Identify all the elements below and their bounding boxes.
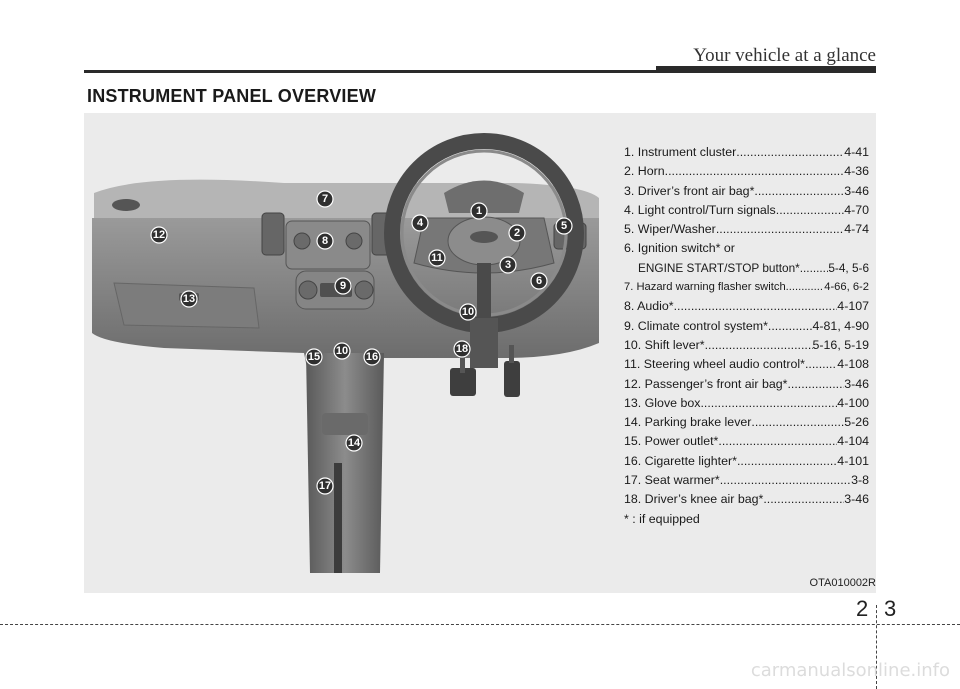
svg-text:4: 4 (417, 217, 424, 229)
svg-text:13: 13 (183, 293, 195, 305)
svg-text:10: 10 (336, 345, 348, 357)
footer-rule (0, 624, 960, 625)
page-number: 3 (884, 596, 897, 621)
legend-item: 17. Seat warmer* 3-8 (624, 471, 869, 490)
callout-18: 18 (453, 340, 471, 358)
legend-item: 14. Parking brake lever 5-26 (624, 413, 869, 432)
callout-10-console: 10 (333, 342, 351, 360)
dashboard-top (94, 179, 599, 223)
footer-divider (876, 605, 877, 689)
svg-text:1: 1 (476, 205, 482, 217)
header-rule (84, 70, 876, 73)
svg-text:14: 14 (348, 437, 361, 449)
legend-note: * : if equipped (624, 511, 700, 526)
svg-text:2: 2 (514, 227, 520, 239)
legend-item: 2. Horn 4-36 (624, 162, 869, 181)
callout-2: 2 (508, 224, 526, 242)
svg-text:3: 3 (505, 259, 511, 271)
callout-5: 5 (555, 217, 573, 235)
legend-item: 9. Climate control system* 4-81, 4-90 (624, 317, 869, 336)
legend-item: 11. Steering wheel audio control* 4-108 (624, 355, 869, 374)
header-rule-accent (656, 66, 876, 72)
callout-3: 3 (499, 256, 517, 274)
legend-item: 1. Instrument cluster4-41 (624, 143, 869, 162)
callout-4: 4 (411, 214, 429, 232)
callout-16: 16 (363, 348, 381, 366)
legend-item: 4. Light control/Turn signals 4-70 (624, 201, 869, 220)
legend-item: 7. Hazard warning flasher switch 4-66, 6… (624, 278, 869, 297)
svg-text:7: 7 (322, 193, 328, 205)
svg-text:10: 10 (462, 306, 474, 318)
callout-7: 7 (316, 190, 334, 208)
illustration-panel: 1 2 3 4 5 6 7 8 9 10 10 11 12 13 14 15 1… (84, 113, 876, 593)
svg-text:11: 11 (431, 252, 443, 264)
legend-item: 12. Passenger’s front air bag* 3-46 (624, 375, 869, 394)
legend-item: 5. Wiper/Washer4-74 (624, 220, 869, 239)
legend-item: 18. Driver’s knee air bag* 3-46 (624, 490, 869, 509)
dashboard-illustration: 1 2 3 4 5 6 7 8 9 10 10 11 12 13 14 15 1… (92, 133, 599, 573)
legend-item: 8. Audio* 4-107 (624, 297, 869, 316)
legend-item-continued: ENGINE START/STOP button* 5-4, 5-6 (624, 259, 869, 278)
legend-item: 16. Cigarette lighter* 4-101 (624, 452, 869, 471)
callout-15: 15 (305, 348, 323, 366)
legend-item: 10. Shift lever* 5-16, 5-19 (624, 336, 869, 355)
callout-6: 6 (530, 272, 548, 290)
svg-text:17: 17 (319, 480, 331, 492)
legend-list: 1. Instrument cluster4-41 2. Horn 4-36 3… (624, 143, 869, 529)
watermark: carmanualsonline.info (750, 660, 950, 681)
callout-8: 8 (316, 232, 334, 250)
legend-item: 6. Ignition switch* or (624, 241, 735, 256)
svg-text:15: 15 (308, 351, 320, 363)
accelerator-pedal (504, 361, 520, 397)
svg-text:8: 8 (322, 235, 328, 247)
left-vent (112, 199, 140, 211)
legend-item: 15. Power outlet* 4-104 (624, 432, 869, 451)
center-console (306, 353, 384, 573)
svg-text:5: 5 (561, 220, 567, 232)
callout-markers: 1 2 3 4 5 6 7 8 9 10 10 11 12 13 14 15 1… (150, 190, 573, 495)
legend-item: 13. Glove box 4-100 (624, 394, 869, 413)
svg-text:12: 12 (153, 229, 165, 241)
header-section-title: Your vehicle at a glance (693, 45, 876, 66)
callout-14: 14 (345, 434, 363, 452)
legend-item: 3. Driver’s front air bag* 3-46 (624, 182, 869, 201)
svg-text:18: 18 (456, 343, 468, 355)
callout-10-column: 10 (459, 303, 477, 321)
svg-text:16: 16 (366, 351, 378, 363)
callout-12: 12 (150, 226, 168, 244)
page-title: INSTRUMENT PANEL OVERVIEW (87, 86, 377, 106)
callout-13: 13 (180, 290, 198, 308)
brake-pedal (450, 368, 476, 396)
callout-9: 9 (334, 277, 352, 295)
callout-17: 17 (316, 477, 334, 495)
instrument-cluster (444, 180, 524, 213)
svg-text:6: 6 (536, 275, 542, 287)
svg-text:9: 9 (340, 280, 346, 292)
chapter-number: 2 (856, 596, 869, 621)
image-code: OTA010002R (809, 577, 876, 589)
center-vent-left (261, 212, 285, 256)
callout-11: 11 (428, 249, 446, 267)
callout-1: 1 (470, 202, 488, 220)
